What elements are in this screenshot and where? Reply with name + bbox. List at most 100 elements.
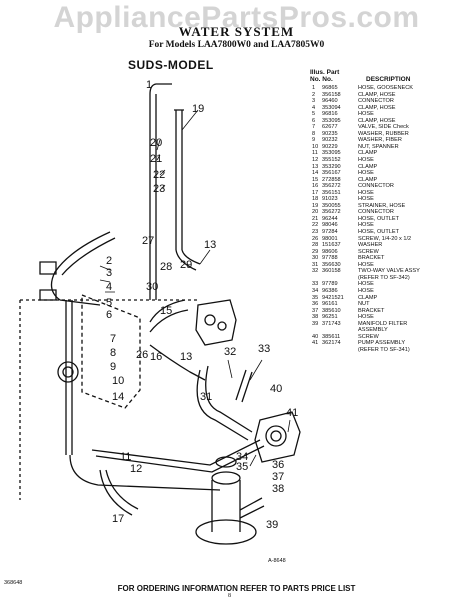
part-number: 350055 [322, 202, 341, 209]
callout-number: 3 [106, 267, 112, 279]
ill-number: 38 [312, 314, 319, 321]
gooseneck-top [149, 83, 172, 95]
callout-number: 9 [110, 361, 116, 373]
part-description: SCREW [358, 248, 379, 255]
part-description: CONNECTOR [358, 183, 394, 190]
callout-number: 2 [106, 255, 112, 267]
callout-number: 31 [200, 391, 212, 403]
hose-33 [235, 369, 253, 403]
part-description: STRAINER, HOSE [358, 202, 406, 209]
part-description: CONNECTOR [358, 209, 394, 216]
hose-12 [91, 439, 265, 473]
parts-row: (REFER TO SF-341) [302, 347, 470, 354]
part-description: VALVE, SIDE Check [358, 124, 409, 131]
part-description: BRACKET [358, 307, 385, 314]
part-number: 98046 [322, 222, 338, 229]
hose-38 [239, 497, 265, 519]
callout-number: 33 [258, 343, 270, 355]
hose-31 [196, 365, 253, 441]
part-number: 362174 [322, 340, 341, 347]
callout-number: 19 [192, 103, 204, 115]
ill-number: 16 [312, 183, 319, 190]
part-number: 356151 [322, 189, 341, 196]
ill-number: 6 [312, 117, 316, 124]
part-description: CLAMP [358, 150, 378, 157]
callout-number: 5 [106, 297, 112, 309]
inlet-hose [50, 231, 116, 306]
ill-number: 35 [312, 294, 319, 301]
callout-number: 11 [120, 451, 131, 463]
callout-number: 1 [146, 79, 152, 91]
part-description: WASHER, RUBBER [358, 130, 409, 137]
callout-number: 30 [146, 281, 158, 293]
model-label: SUDS-MODEL [128, 58, 214, 72]
part-description: HOSE [358, 196, 374, 203]
part-number: 356630 [322, 261, 341, 268]
part-description: HOSE, OUTLET [358, 229, 400, 236]
parts-row: ASSEMBLY [302, 327, 470, 334]
part-number: 355152 [322, 157, 341, 164]
callout-number: 23 [153, 183, 165, 195]
left-vertical-pipe [65, 300, 73, 455]
ill-number: 29 [312, 248, 319, 255]
part-number: 96386 [322, 287, 338, 294]
part-number: 96460 [322, 98, 338, 105]
part-description: HOSE, GOOSENECK [358, 85, 414, 91]
part-description: HOSE [358, 157, 374, 164]
callout-number: 4 [106, 281, 112, 293]
ill-number: 31 [312, 261, 319, 268]
no-header: No. No. [310, 76, 333, 83]
part-number: 90229 [322, 143, 338, 150]
part-description: CLAMP, HOSE [358, 117, 396, 124]
part-number: 96865 [322, 85, 338, 91]
ordering-footer: FOR ORDERING INFORMATION REFER TO PARTS … [117, 584, 356, 593]
callout-number: 28 [160, 261, 172, 273]
ill-number: 20 [312, 209, 319, 216]
part-number: 371743 [322, 320, 341, 327]
ill-number: 7 [312, 124, 316, 131]
ill-number: 5 [312, 111, 316, 118]
part-description: MANIFOLD FILTER [358, 320, 408, 327]
part-description: (REFER TO SF-342) [358, 274, 410, 281]
part-description: HOSE, OUTLET [358, 215, 400, 222]
ill-number: 37 [312, 307, 319, 314]
drawing-code: A-8648 [268, 558, 286, 564]
side-check-valve [57, 361, 79, 383]
callout-number: 39 [266, 519, 278, 531]
callout-number: 38 [272, 483, 284, 495]
part-description: NUT [358, 301, 370, 308]
callout-number: 41 [286, 407, 298, 419]
callout-number: 13 [204, 239, 216, 251]
callout-number: 36 [272, 459, 284, 471]
ill-number: 34 [312, 287, 319, 294]
part-description: SCREW [358, 333, 379, 340]
ill-number: 10 [312, 143, 319, 150]
part-number: 9421521 [322, 294, 344, 301]
callout-number: 35 [236, 461, 248, 473]
manifold-filter [195, 519, 257, 545]
ill-number: 22 [312, 222, 319, 229]
ill-number: 19 [312, 202, 319, 209]
ill-number: 9 [312, 137, 316, 144]
